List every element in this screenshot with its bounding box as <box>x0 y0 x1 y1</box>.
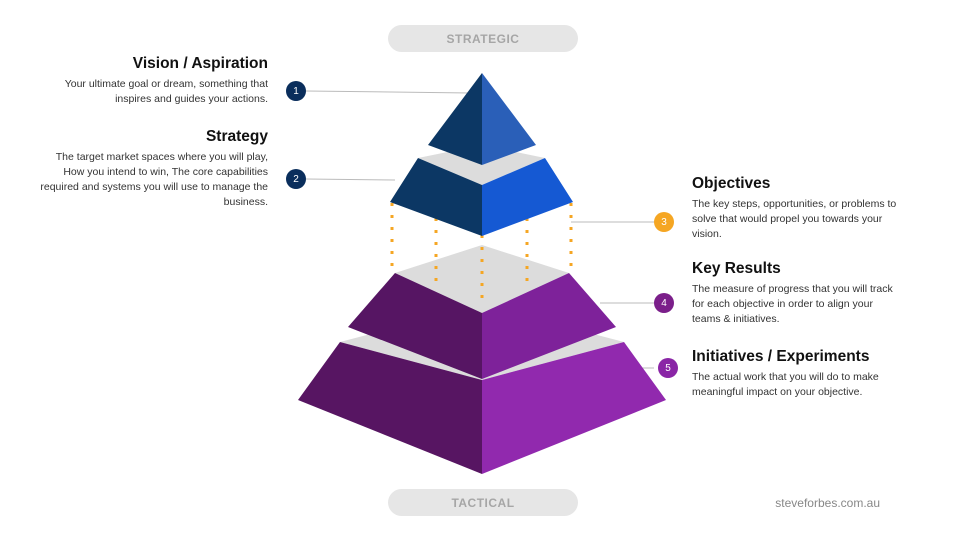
number-badge-2: 2 <box>286 169 306 189</box>
key-results-block: Key Results The measure of progress that… <box>692 260 902 327</box>
initiatives-desc: The actual work that you will do to make… <box>692 371 879 398</box>
initiatives-block: Initiatives / Experiments The actual wor… <box>692 348 922 400</box>
number-badge-3: 3 <box>654 212 674 232</box>
leader-line-1 <box>305 90 471 94</box>
tier-5-right <box>482 342 666 474</box>
number-badge-1: 1 <box>286 81 306 101</box>
website-credit: steveforbes.com.au <box>775 496 880 510</box>
tier-4-left <box>348 273 482 379</box>
strategy-title: Strategy <box>205 128 268 145</box>
tier-4-top <box>395 245 569 313</box>
key-results-desc: The measure of progress that you will tr… <box>692 283 893 325</box>
objectives-block: Objectives The key steps, opportunities,… <box>692 175 902 242</box>
tier-1-left <box>428 73 482 165</box>
vision-desc: Your ultimate goal or dream, something t… <box>64 78 268 105</box>
tier-2-right <box>482 158 573 236</box>
number-badge-4: 4 <box>654 293 674 313</box>
tier-1-right <box>482 73 536 165</box>
initiatives-title: Initiatives / Experiments <box>692 348 870 365</box>
tier-2-top <box>418 145 545 185</box>
objectives-dotted-connectors <box>390 203 573 306</box>
tier-5-left <box>298 342 482 474</box>
objectives-desc: The key steps, opportunities, or problem… <box>692 198 897 240</box>
strategy-block: Strategy The target market spaces where … <box>38 128 268 210</box>
tactical-label: TACTICAL <box>388 489 578 516</box>
number-badge-5: 5 <box>658 358 678 378</box>
tier-4-right <box>482 273 616 379</box>
strategic-label: STRATEGIC <box>388 25 578 52</box>
vision-title: Vision / Aspiration <box>132 55 268 72</box>
vision-block: Vision / Aspiration Your ultimate goal o… <box>38 55 268 107</box>
strategy-desc: The target market spaces where you will … <box>40 151 268 208</box>
key-results-title: Key Results <box>692 260 781 277</box>
objectives-title: Objectives <box>692 175 771 192</box>
tier-2-left <box>390 158 482 236</box>
leader-line-2 <box>305 178 396 181</box>
